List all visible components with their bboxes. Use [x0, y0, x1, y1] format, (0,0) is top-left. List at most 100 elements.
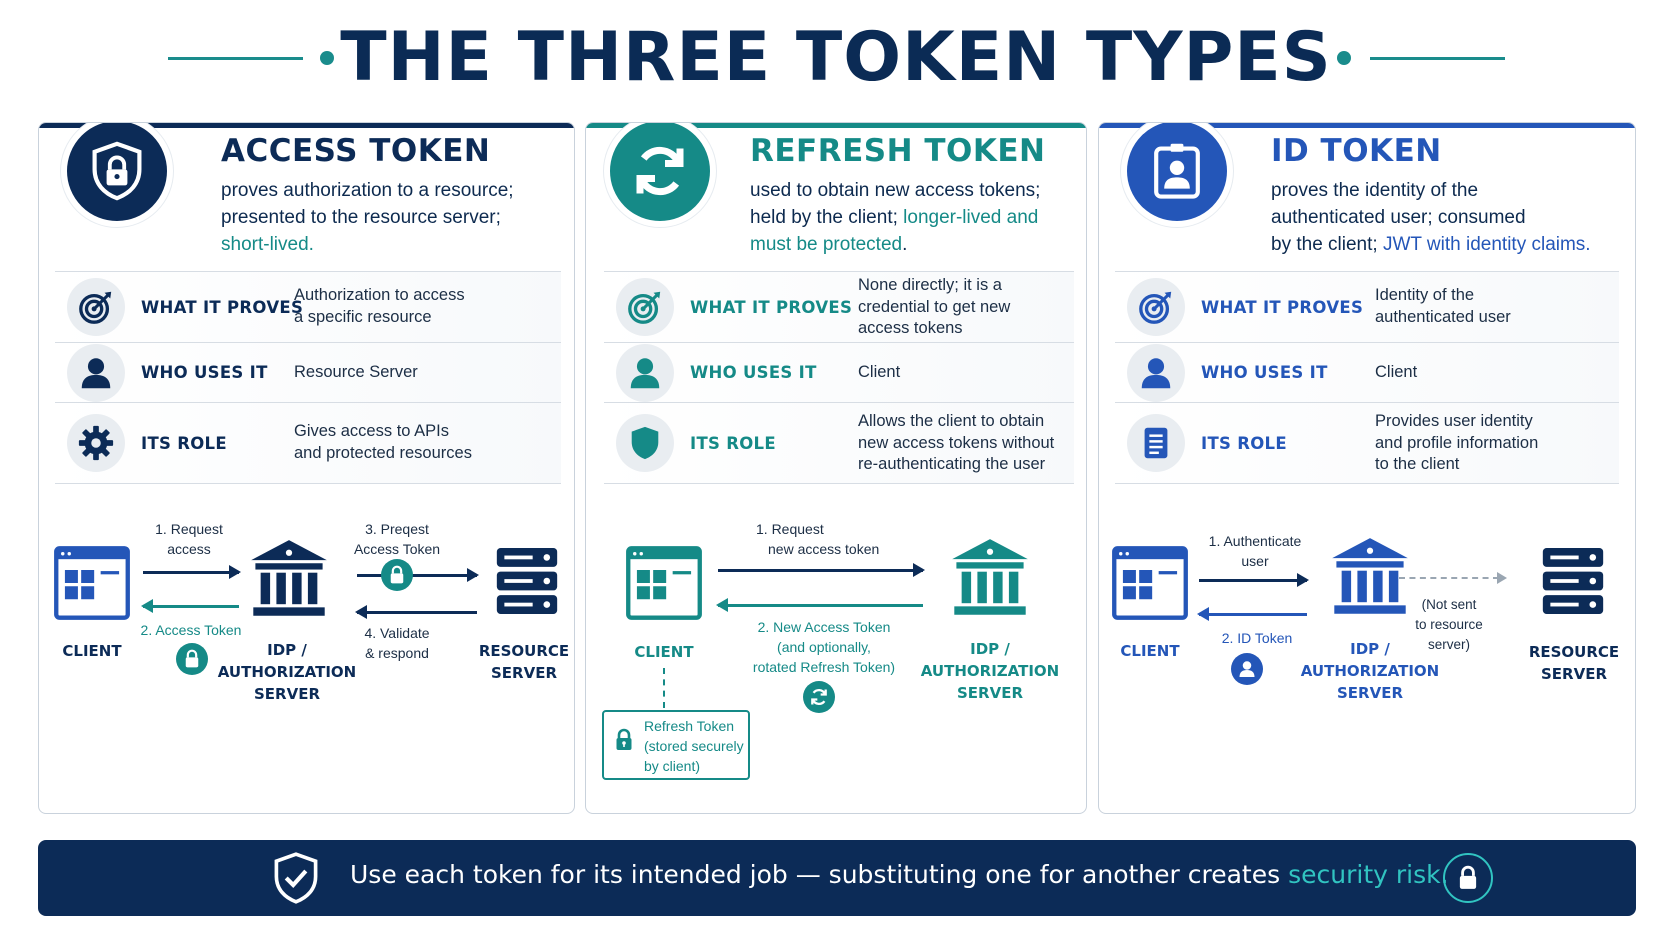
idp-label-line: AUTHORIZATION — [217, 663, 357, 681]
user-badge — [1231, 653, 1263, 685]
panel-top-bar — [39, 123, 574, 128]
resource-label-line: RESOURCE — [478, 642, 570, 660]
panel-title: REFRESH TOKEN — [750, 133, 1046, 169]
properties-table: WHAT IT PROVES Identity of the authentic… — [1115, 271, 1619, 484]
gear-icon — [67, 414, 125, 472]
desc-line: presented to the resource server; — [221, 207, 501, 228]
row-value-line: None directly; it is a — [858, 276, 1002, 294]
step-line: 1. Authenticate — [1208, 533, 1302, 549]
lock-icon — [612, 726, 636, 754]
row-what-it-proves: WHAT IT PROVES None directly; it is a cr… — [604, 272, 1074, 343]
dashed-connector — [663, 668, 665, 708]
row-value-line: to the client — [1375, 455, 1460, 473]
not-sent-line: (Not sent — [1421, 597, 1477, 612]
step-line: 3. Preqest — [365, 521, 429, 537]
panel-description: proves the identity of the authenticated… — [1271, 177, 1631, 258]
row-value-line: authenticated user — [1375, 307, 1511, 326]
client-label: CLIENT — [62, 642, 122, 660]
row-label: WHO USES IT — [690, 363, 817, 382]
row-label: ITS ROLE — [141, 433, 227, 453]
dashed-arrow-not-sent — [1399, 577, 1499, 579]
shield-check-icon — [274, 852, 318, 904]
desc-highlight: longer-lived and — [903, 207, 1039, 228]
idp-label: IDP / AUTHORIZATION SERVER — [920, 638, 1060, 704]
idp-label: IDP / AUTHORIZATION SERVER — [1300, 638, 1440, 704]
footer-banner: Use each token for its intended job — su… — [38, 840, 1636, 916]
client-icon — [625, 544, 703, 622]
row-value: Authorization to access a specific resou… — [294, 285, 465, 328]
footer-text: Use each token for its intended job — su… — [350, 860, 1281, 889]
panel-title: ID TOKEN — [1271, 133, 1442, 169]
lock-badge — [176, 643, 208, 675]
title-dot-right — [1337, 51, 1351, 65]
desc-line: must be protected. — [750, 231, 1080, 258]
step-1-label: 1. Authenticate user — [1195, 531, 1315, 571]
desc-text: by the client; — [1271, 234, 1378, 255]
row-who-uses-it: WHO USES IT Resource Server — [55, 343, 561, 403]
arrow-new-access-token — [716, 599, 923, 611]
not-sent-label: (Not sent to resource server) — [1399, 595, 1499, 655]
storage-line: (stored securely — [644, 738, 744, 754]
arrow-request-new-token — [718, 564, 925, 576]
row-value: Resource Server — [294, 362, 418, 384]
row-value: Identity of the authenticated user — [1375, 285, 1511, 328]
desc-highlight: short-lived. — [221, 234, 314, 255]
idp-label-line: IDP / — [1350, 640, 1390, 658]
user-icon — [616, 343, 674, 402]
desc-line: used to obtain new access tokens; — [750, 180, 1041, 201]
row-value-line: Authorization to access — [294, 286, 465, 304]
desc-highlight: must be protected — [750, 234, 903, 255]
client-label: CLIENT — [1120, 642, 1180, 660]
dashed-arrow-head — [1497, 572, 1507, 584]
lock-badge — [381, 559, 413, 591]
target-icon — [616, 278, 674, 336]
desc-line: by the client; JWT with identity claims. — [1271, 231, 1631, 258]
row-label: ITS ROLE — [1201, 433, 1287, 453]
row-value-line: Gives access to APIs — [294, 422, 449, 440]
step-line: (and optionally, — [777, 639, 871, 655]
not-sent-line: server) — [1427, 637, 1470, 652]
row-value-line: Client — [1375, 363, 1418, 381]
idp-label-line: SERVER — [956, 684, 1023, 702]
idp-label-line: IDP / — [267, 641, 307, 659]
server-icon — [494, 543, 560, 619]
id-token-panel: ID TOKEN proves the identity of the auth… — [1098, 122, 1636, 814]
resource-label-line: SERVER — [490, 664, 557, 682]
target-icon — [67, 278, 125, 336]
shield-icon — [616, 414, 674, 472]
row-value-line: Resource Server — [294, 363, 418, 381]
client-icon — [1111, 544, 1189, 622]
step-line: rotated Refresh Token) — [752, 659, 896, 675]
step-line: new access token — [768, 541, 880, 557]
target-icon — [1127, 278, 1185, 336]
row-value: Client — [1375, 362, 1417, 384]
row-what-it-proves: WHAT IT PROVES Identity of the authentic… — [1115, 272, 1619, 343]
step-line: 4. Validate — [364, 625, 430, 641]
resource-server-label: RESOURCE SERVER — [469, 640, 574, 684]
bank-icon — [247, 537, 331, 621]
panel-description: proves authorization to a resource; pres… — [221, 177, 561, 258]
resource-label-line: RESOURCE — [1528, 643, 1620, 661]
step-1-label: 1. Request new access token — [726, 519, 926, 559]
row-who-uses-it: WHO USES IT Client — [604, 343, 1074, 403]
desc-highlight: JWT with identity claims. — [1382, 234, 1591, 255]
access-token-panel: ACCESS TOKEN proves authorization to a r… — [38, 122, 575, 814]
title-line-right — [1370, 57, 1505, 60]
title-dot-left — [320, 51, 334, 65]
arrow-present-token — [357, 569, 479, 581]
panel-title: ACCESS TOKEN — [221, 133, 491, 169]
idp-label-line: IDP / — [970, 640, 1010, 658]
row-value: None directly; it is a credential to get… — [858, 275, 1010, 340]
step-2-label: 2. ID Token — [1221, 630, 1293, 646]
page-title: THE THREE TOKEN TYPES — [340, 18, 1332, 97]
row-value: Provides user identity and profile infor… — [1375, 411, 1538, 476]
resource-server-label: RESOURCE SERVER — [1519, 641, 1629, 685]
row-what-it-proves: WHAT IT PROVES Authorization to access a… — [55, 272, 561, 343]
row-value-line: Allows the client to obtain — [858, 412, 1045, 430]
step-line: & respond — [365, 645, 429, 661]
idp-label-line: AUTHORIZATION — [1300, 662, 1440, 680]
user-icon — [1127, 343, 1185, 402]
row-value-line: Client — [858, 363, 901, 381]
refresh-token-storage: Refresh Token (stored securely by client… — [602, 710, 750, 780]
row-label: WHO USES IT — [1201, 363, 1328, 382]
